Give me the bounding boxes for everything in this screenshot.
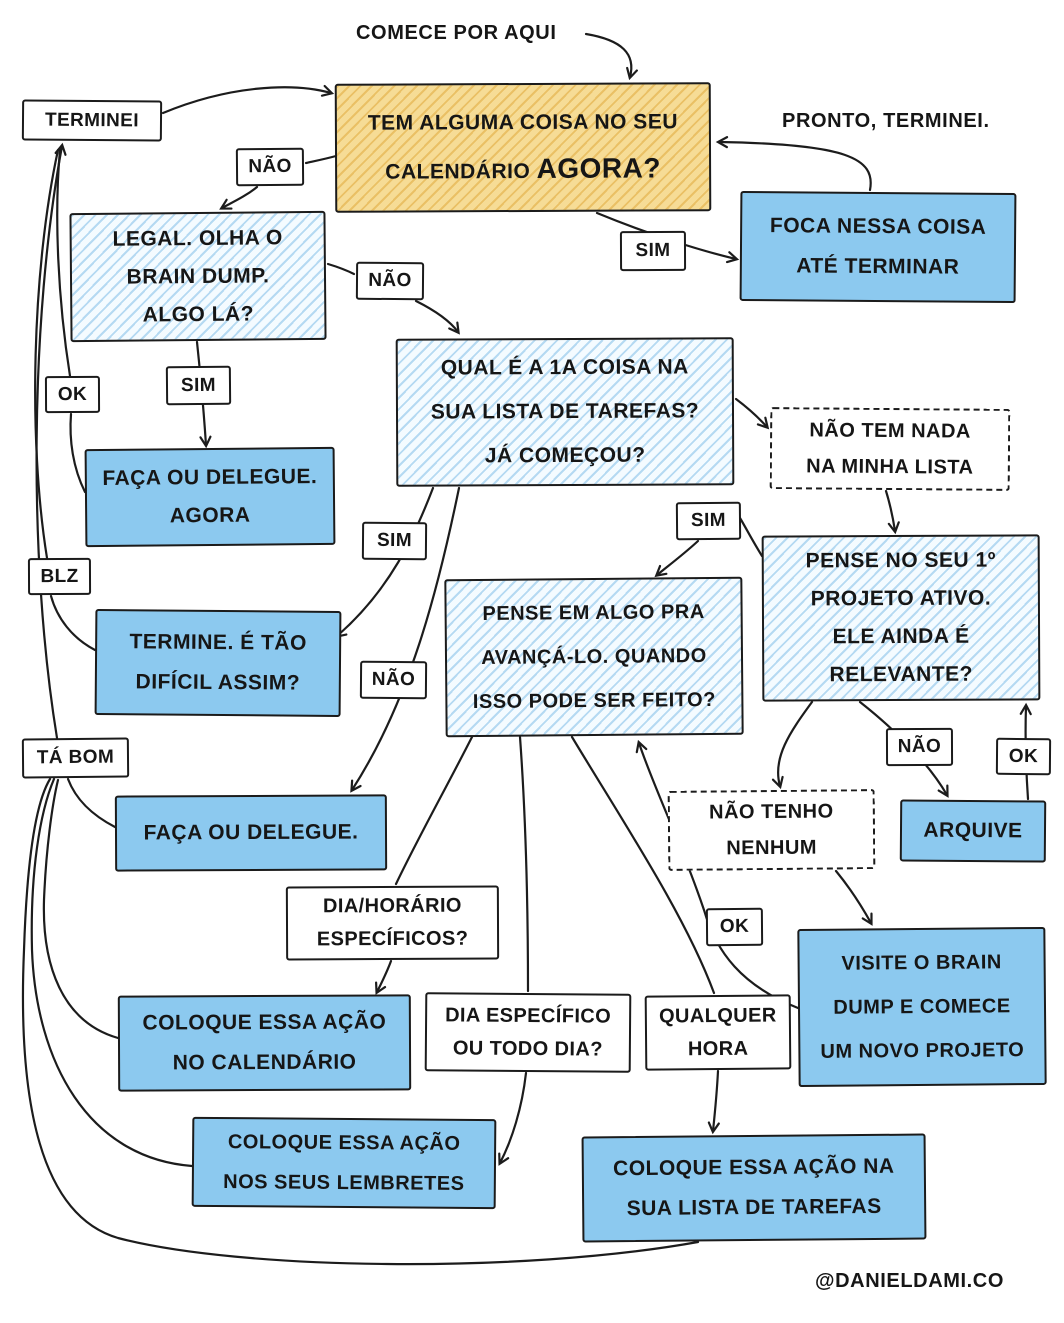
connector-calendar-to-nao (304, 154, 338, 165)
label-sim-comecou: SIM (361, 521, 428, 561)
node-do-or-delegate: FAÇA OU DELEGUE. (114, 794, 388, 872)
arrow-qualquer-hora-to-task-list (707, 1069, 720, 1135)
arrow-first-project-to-no-projects (771, 700, 814, 790)
label-ok-arquivado: OK (995, 737, 1052, 776)
label-ok-projeto: OK (705, 907, 764, 947)
connector-brain-dump-to-nao (326, 262, 356, 276)
label-nao-calendar: NÃO (235, 147, 305, 187)
arrow-first-task-to-nothing-on-list (734, 397, 770, 430)
arrow-nao-to-do-delegate (350, 486, 461, 793)
connector-finish-to-blz (49, 594, 97, 652)
label-nao-comecou: NÃO (359, 660, 428, 700)
arrow-done-return-to-calendar-question (715, 136, 872, 192)
connector-task-list-return-loop (21, 777, 700, 1266)
connector-do-now-to-ok (69, 412, 87, 494)
done-hint-text: PRONTO, TERMINEI. (782, 110, 990, 132)
label-blz: BLZ (27, 557, 92, 596)
arrow-nao-to-brain-dump (219, 185, 259, 210)
arrow-sim-to-next-action (654, 539, 700, 578)
connector-ok-up-to-terminei (56, 148, 72, 378)
arrow-nothing-on-list-to-first-project (884, 489, 900, 535)
label-terminei: TERMINEI (21, 99, 163, 142)
node-do-or-delegate-now: FAÇA OU DELEGUE.AGORA (84, 446, 336, 548)
node-calendar-question: TEM ALGUMA COISA NO SEU CALENDÁRIO AGORA… (334, 82, 712, 213)
arrow-dia-especifico-to-reminders (498, 1071, 528, 1166)
arrow-no-projects-to-visit-brain-dump (834, 869, 873, 926)
connector-next-action-to-dia-horario (394, 735, 474, 886)
node-archive: ARQUIVE (899, 799, 1047, 863)
arrow-terminei-to-calendar-question (161, 84, 335, 115)
label-nao-brain-dump: NÃO (355, 261, 425, 301)
label-ok-feito: OK (44, 375, 101, 414)
arrow-start-to-calendar-question (584, 32, 638, 81)
label-ta-bom: TÁ BOM (21, 737, 130, 779)
label-nao-relevante: NÃO (885, 727, 954, 767)
connector-blz-up-to-terminei (34, 148, 60, 560)
connector-next-action-to-qualquer-hora (570, 735, 716, 995)
connector-do-delegate-to-ta-bom (66, 777, 117, 829)
arrow-nao-to-first-task (414, 299, 460, 335)
arrow-sim-to-finish-it (334, 486, 435, 639)
connector-next-action-to-dia-especifico (518, 735, 530, 993)
arrow-dia-horario-to-calendar-action (375, 959, 393, 995)
label-sim-brain-dump: SIM (165, 365, 232, 406)
label-sim-relevante: SIM (675, 501, 742, 541)
credit-text: @DANIELDAMI.CO (815, 1270, 1005, 1292)
arrow-visit-ok-to-next-action (635, 739, 800, 1010)
connector-reminders-return-loop (30, 777, 194, 1168)
connector-calendar-action-return-loop (42, 778, 120, 1040)
connector-first-project-to-sim (738, 516, 764, 558)
start-hint-text: COMECE POR AQUI (356, 22, 557, 44)
label-sim-calendar: SIM (619, 230, 687, 272)
